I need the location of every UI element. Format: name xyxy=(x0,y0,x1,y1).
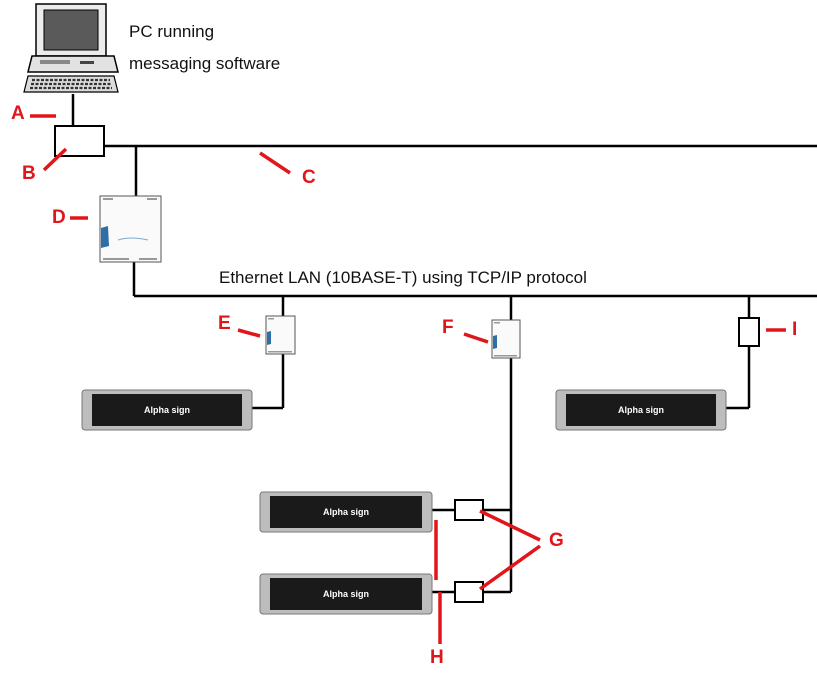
device-g-bottom-box xyxy=(454,581,484,603)
device-d-ethernet-adapter xyxy=(99,195,162,263)
callout-g: G xyxy=(549,530,564,551)
pc-computer-icon xyxy=(23,3,119,93)
alpha-sign-2: Alpha sign xyxy=(555,389,727,431)
leader-c xyxy=(259,151,291,175)
callout-h: H xyxy=(430,647,444,668)
pc-caption-line1: PC running xyxy=(129,22,215,41)
cabling xyxy=(71,94,817,594)
callout-a: A xyxy=(11,103,25,124)
device-b-box xyxy=(54,125,105,157)
leader-e xyxy=(237,328,261,338)
device-f-adapter xyxy=(491,319,521,359)
alpha-sign-1: Alpha sign xyxy=(81,389,253,431)
leader-g-bottom xyxy=(478,544,542,591)
alpha-sign-3: Alpha sign xyxy=(259,491,433,533)
callout-leaders xyxy=(30,114,786,644)
callout-c: C xyxy=(302,167,316,188)
callout-d: D xyxy=(52,207,66,228)
device-i-box xyxy=(738,317,760,347)
sign-4-label: Alpha sign xyxy=(323,589,369,599)
device-g-top-box xyxy=(454,499,484,521)
callout-e: E xyxy=(218,313,231,334)
ethernet-caption: Ethernet LAN (10BASE-T) using TCP/IP pro… xyxy=(219,268,587,287)
sign-3-label: Alpha sign xyxy=(323,507,369,517)
leader-f xyxy=(463,332,489,344)
sign-1-label: Alpha sign xyxy=(144,405,190,415)
alpha-sign-4: Alpha sign xyxy=(259,573,433,615)
device-e-adapter xyxy=(265,315,296,355)
leader-b xyxy=(42,147,68,172)
sign-2-label: Alpha sign xyxy=(618,405,664,415)
leader-g-top xyxy=(479,509,541,542)
pc-caption-line2: messaging software xyxy=(129,54,281,73)
callout-i: I xyxy=(792,319,798,340)
callout-f: F xyxy=(442,317,454,338)
callout-b: B xyxy=(22,163,36,184)
